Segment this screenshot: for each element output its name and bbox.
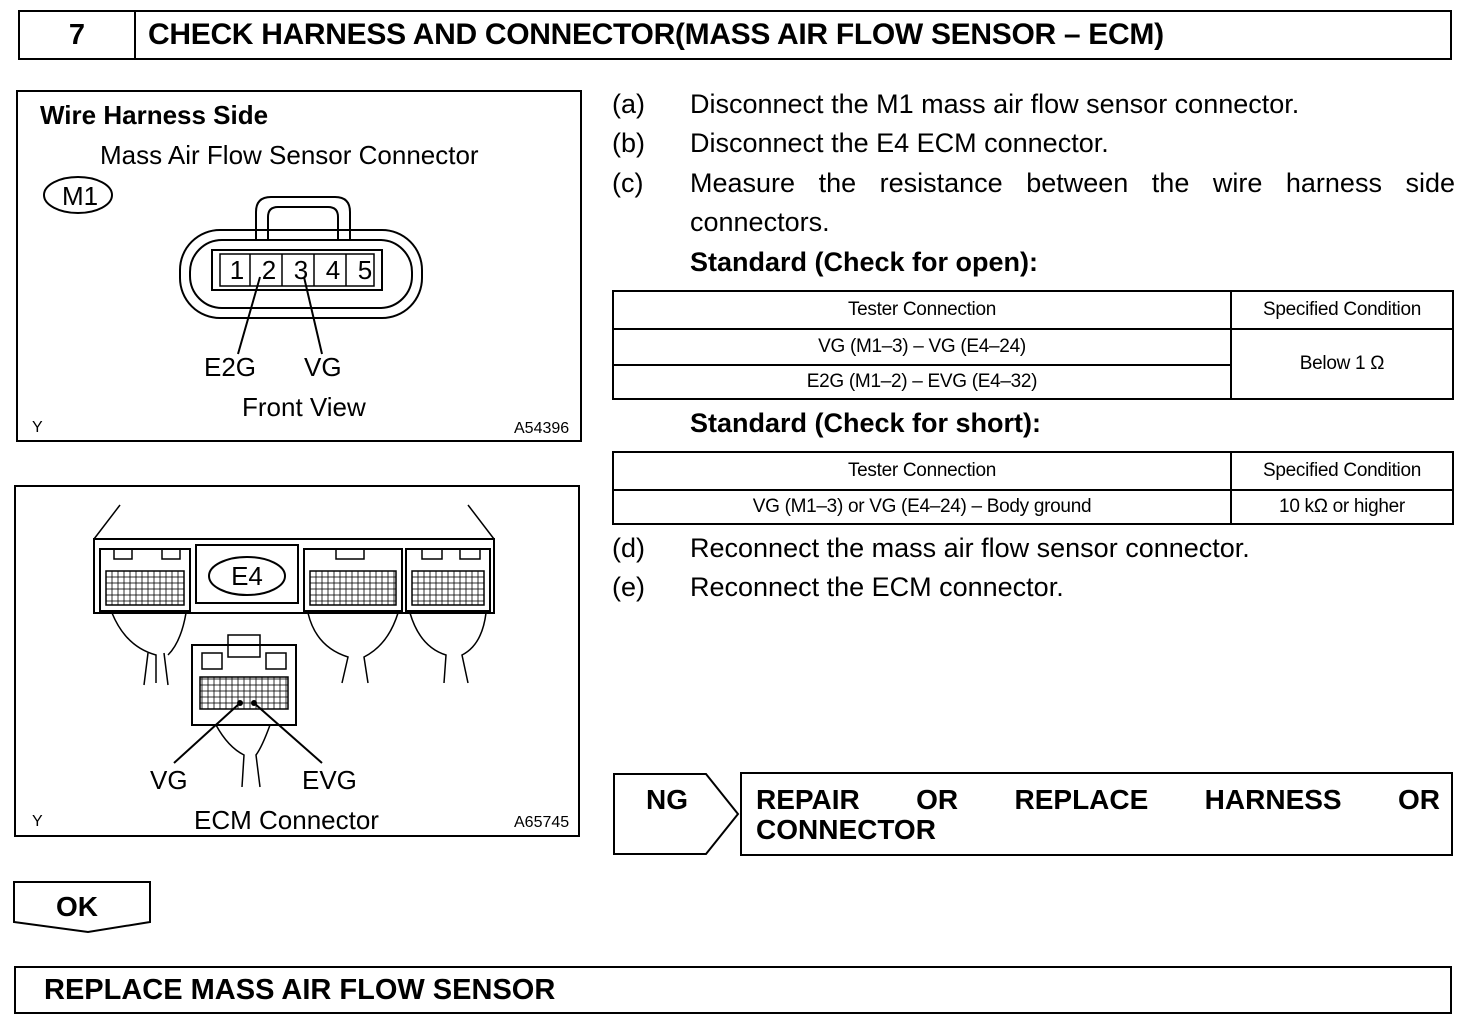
instruction-text: Disconnect the M1 mass air flow sensor c… <box>690 89 1300 119</box>
leader-vg <box>303 276 323 355</box>
label-vg: VG <box>150 765 188 795</box>
instruction-b: (b) Disconnect the E4 ECM connector. <box>612 128 1458 159</box>
connector-id-oval <box>208 556 286 596</box>
column-header: Tester Connection <box>612 451 1232 491</box>
instruction-label: (d) <box>612 533 645 563</box>
instruction-text: Reconnect the ECM connector. <box>690 572 1064 602</box>
pin-4: 4 <box>325 255 341 285</box>
specified-condition-cell: 10 kΩ or higher <box>1230 489 1454 525</box>
table-header-row: Tester Connection Specified Condition <box>612 290 1454 330</box>
ecm-body <box>93 538 495 614</box>
step-title: CHECK HARNESS AND CONNECTOR(MASS AIR FLO… <box>148 18 1164 51</box>
column-header: Specified Condition <box>1230 290 1454 330</box>
pin-1: 1 <box>229 255 245 285</box>
label-e2g: E2G <box>204 352 257 382</box>
figure-ecm-connector: E4 VG EVG ECM Connector Y A65745 <box>14 485 580 837</box>
standard-short-heading: Standard (Check for short): <box>690 408 1042 438</box>
connector-latch <box>255 196 351 240</box>
table-row: VG (M1–3) – VG (E4–24) Below 1 Ω <box>612 328 1454 400</box>
ok-arrow-shape <box>13 881 151 934</box>
instruction-c: (c) Measure the resistance between the w… <box>612 168 1455 199</box>
final-action-box: REPLACE MASS AIR FLOW SENSOR <box>14 966 1452 1014</box>
column-header: Specified Condition <box>1230 451 1454 491</box>
instruction-label: (a) <box>612 89 645 119</box>
instruction-e: (e) Reconnect the ECM connector. <box>612 572 1458 603</box>
standard-open-heading: Standard (Check for open): <box>690 247 1039 277</box>
label-evg: EVG <box>302 765 357 795</box>
column-header: Tester Connection <box>612 290 1232 330</box>
connector-id-oval <box>43 176 113 214</box>
leader-e2g <box>237 276 261 355</box>
figure-heading: Wire Harness Side <box>40 100 269 130</box>
ecm-port-right <box>405 548 491 612</box>
instruction-label: (b) <box>612 128 645 158</box>
ecm-connector-caption: ECM Connector <box>194 805 379 835</box>
label-vg: VG <box>304 352 342 382</box>
instruction-c-continued: connectors. <box>612 207 1458 238</box>
pin-5: 5 <box>357 255 373 285</box>
ecm-port-left <box>99 548 191 612</box>
tester-connection-cell: E2G (M1–2) – EVG (E4–32) <box>612 364 1232 400</box>
figure-code: A54396 <box>514 420 570 437</box>
instruction-label: (e) <box>612 572 645 602</box>
instruction-a: (a) Disconnect the M1 mass air flow sens… <box>612 89 1458 120</box>
instruction-label: (c) <box>612 168 644 198</box>
step-number: 7 <box>20 12 136 58</box>
figure-maf-connector: Wire Harness Side Mass Air Flow Sensor C… <box>16 90 582 442</box>
ng-action-box: REPAIR OR REPLACE HARNESS OR CONNECTOR <box>740 772 1453 856</box>
ok-label: OK <box>56 891 98 922</box>
ng-action-line1: REPAIR OR REPLACE HARNESS OR <box>756 784 1440 815</box>
maf-connector-drawing <box>43 176 423 355</box>
pin-frame <box>211 249 383 291</box>
figure-subheading: Mass Air Flow Sensor Connector <box>100 140 479 170</box>
table-row: VG (M1–3) or VG (E4–24) – Body ground 10… <box>612 489 1454 525</box>
connector-housing <box>179 229 423 319</box>
table-header-row: Tester Connection Specified Condition <box>612 451 1454 491</box>
ecm-connector-drawing <box>93 504 495 788</box>
corner-code: Y <box>32 419 43 436</box>
corner-code: Y <box>32 813 43 830</box>
standard-open-table: Tester Connection Specified Condition VG… <box>612 290 1454 400</box>
instruction-text: connectors. <box>690 207 830 237</box>
instruction-text: Disconnect the E4 ECM connector. <box>690 128 1109 158</box>
specified-condition-cell: Below 1 Ω <box>1230 328 1454 400</box>
leader-vg <box>173 702 241 764</box>
standard-short-table: Tester Connection Specified Condition VG… <box>612 451 1454 525</box>
step-header: 7 CHECK HARNESS AND CONNECTOR(MASS AIR F… <box>18 10 1452 60</box>
ng-action-line2: CONNECTOR <box>756 814 936 845</box>
figure-code: A65745 <box>514 814 570 831</box>
tester-connection-cell: VG (M1–3) – VG (E4–24) <box>612 328 1232 366</box>
front-view-label: Front View <box>242 392 366 422</box>
instruction-text: Measure the resistance between the wire … <box>690 168 1455 198</box>
ng-label: NG <box>646 784 688 815</box>
pin-2: 2 <box>261 255 277 285</box>
pin-3: 3 <box>293 255 309 285</box>
e4-connector-body <box>191 644 297 726</box>
instruction-d: (d) Reconnect the mass air flow sensor c… <box>612 533 1458 564</box>
connector-id-label: E4 <box>231 561 263 591</box>
ng-arrow-shape <box>613 773 740 855</box>
connector-id-label: M1 <box>62 181 99 211</box>
tester-connection-cell: VG (M1–3) or VG (E4–24) – Body ground <box>612 489 1232 525</box>
instruction-text: Reconnect the mass air flow sensor conne… <box>690 533 1250 563</box>
table-row: E2G (M1–2) – EVG (E4–32) <box>612 364 1453 400</box>
leader-evg <box>253 702 323 764</box>
